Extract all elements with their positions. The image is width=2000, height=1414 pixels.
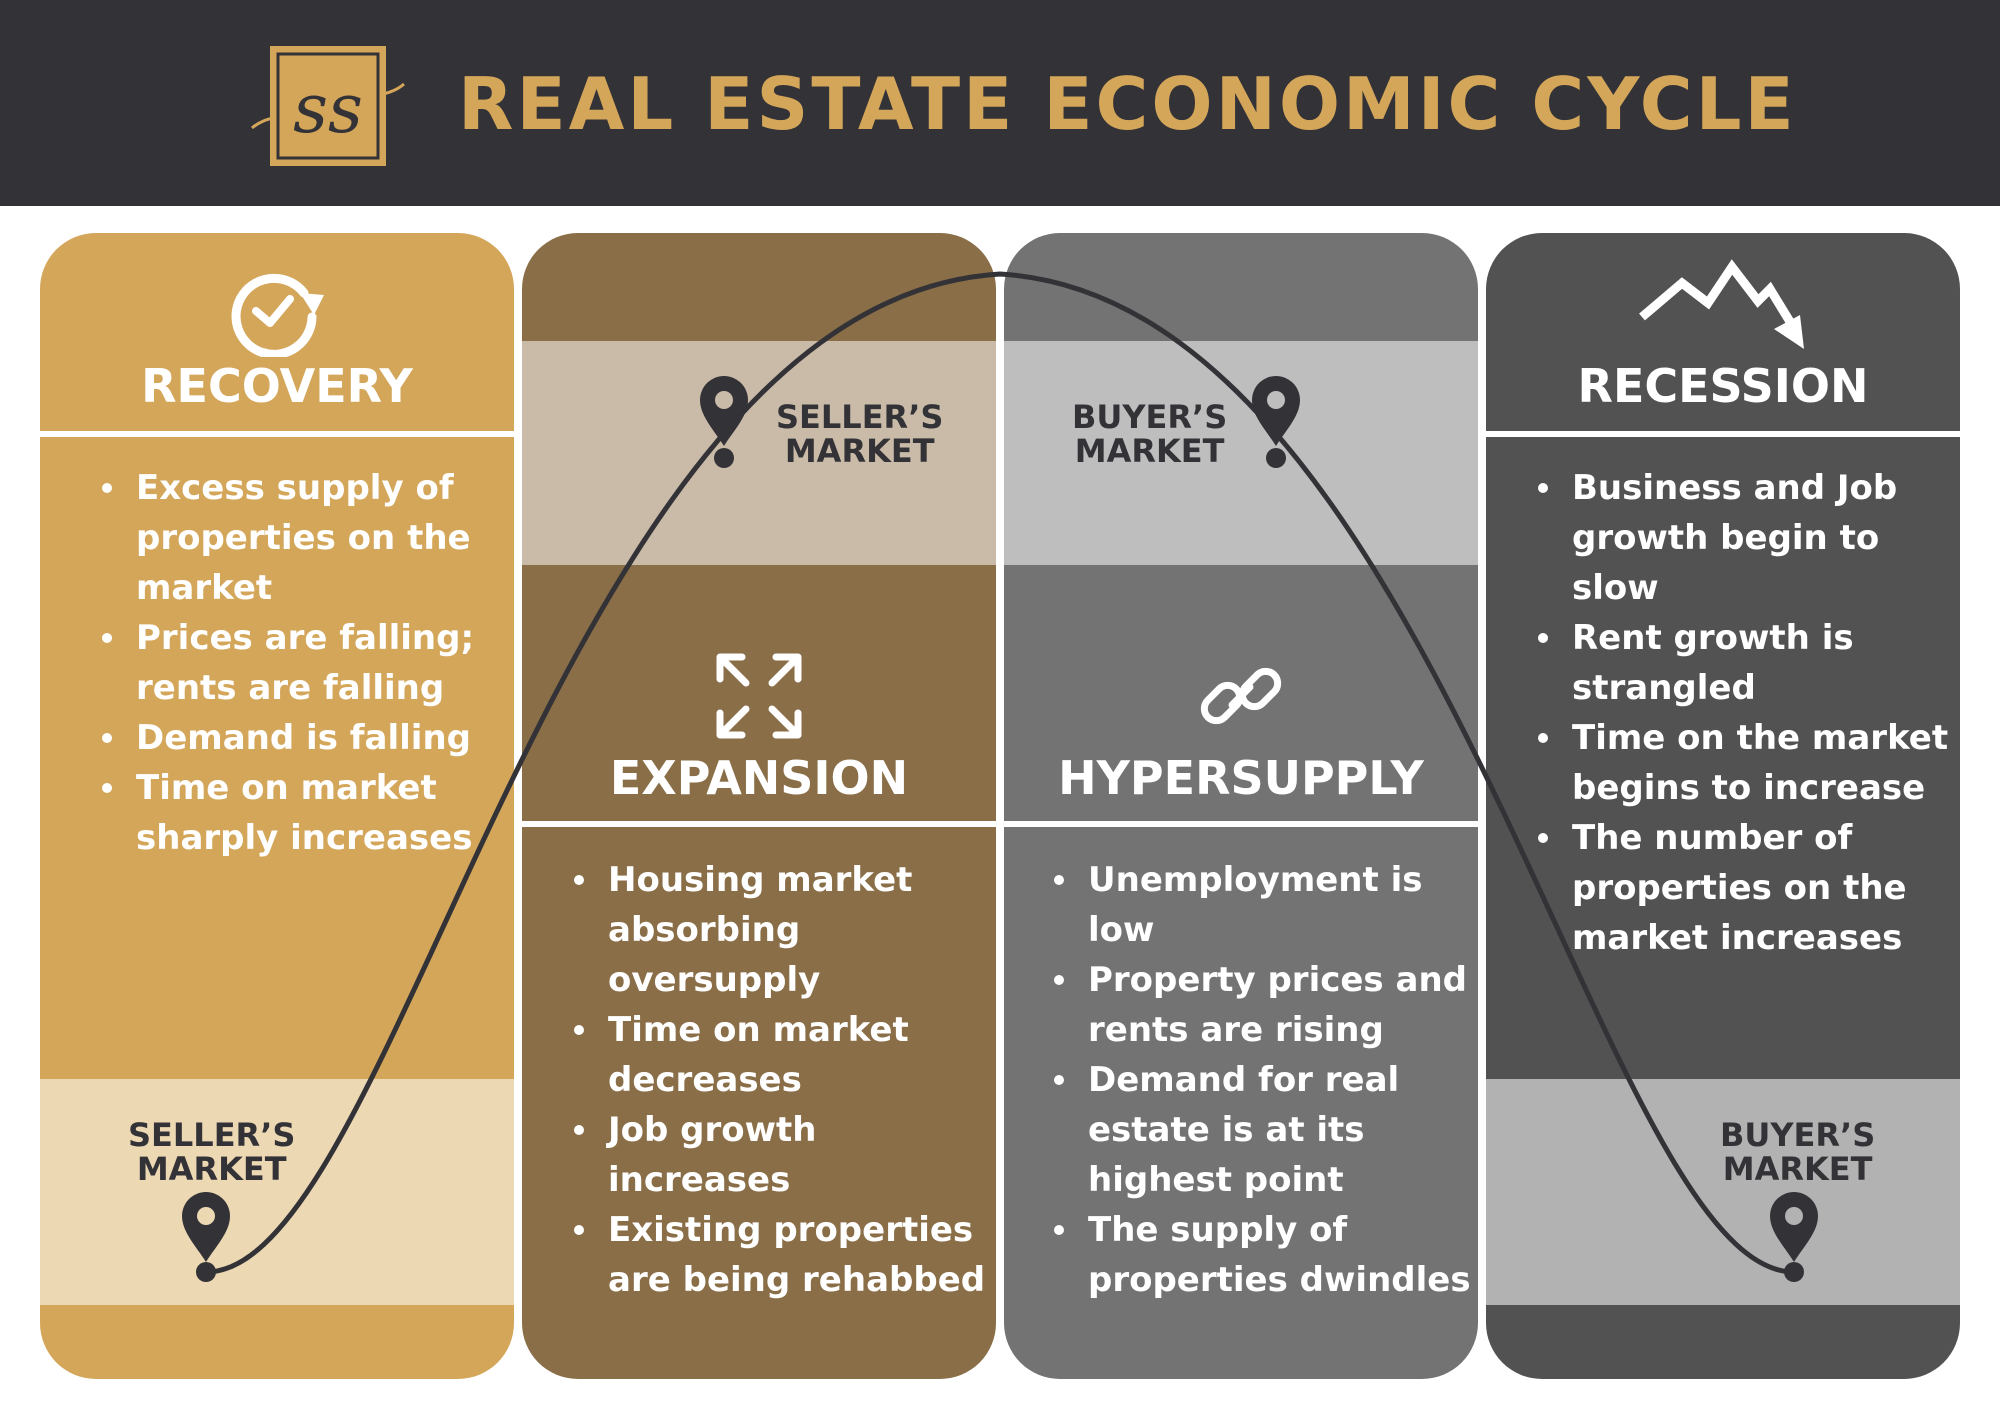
bullet-item: Existing properties are being rehabbed xyxy=(568,1205,990,1305)
refresh-check-icon xyxy=(231,273,324,357)
header-banner: ss REAL ESTATE ECONOMIC CYCLE xyxy=(0,0,2000,206)
page-title: REAL ESTATE ECONOMIC CYCLE xyxy=(458,62,1797,146)
phase-title: HYPERSUPPLY xyxy=(1058,751,1424,805)
expand-arrows-icon xyxy=(716,653,802,739)
bullet-item: Property prices and rents are rising xyxy=(1048,955,1472,1055)
phase-recovery: RECOVERY Excess supply of properties on … xyxy=(40,233,514,1379)
bullet-item: Business and Job growth begin to slow xyxy=(1532,463,1954,613)
bullet-item: Rent growth is strangled xyxy=(1532,613,1954,713)
divider xyxy=(40,431,514,437)
chain-link-icon xyxy=(1200,667,1282,725)
phase-bullets: Housing market absorbing oversupply Time… xyxy=(568,855,990,1305)
bullet-item: Time on the market begins to increase xyxy=(1532,713,1954,813)
divider xyxy=(1486,431,1960,437)
phase-title: RECOVERY xyxy=(141,359,413,413)
bullet-item: Time on market decreases xyxy=(568,1005,990,1105)
logo-icon: ss xyxy=(251,46,405,166)
trend-down-icon xyxy=(1639,259,1804,349)
bullet-item: Job growth increases xyxy=(568,1105,990,1205)
phase-title: RECESSION xyxy=(1577,359,1869,413)
bullet-item: The supply of properties dwindles xyxy=(1048,1205,1472,1305)
bullet-item: Unemployment is low xyxy=(1048,855,1472,955)
divider xyxy=(1004,821,1478,827)
bullet-item: Demand for real estate is at its highest… xyxy=(1048,1055,1472,1205)
phase-bullets: Excess supply of properties on the marke… xyxy=(96,463,504,863)
phase-title: EXPANSION xyxy=(609,751,909,805)
bullet-item: Excess supply of properties on the marke… xyxy=(96,463,504,613)
bullet-item: The number of properties on the market i… xyxy=(1532,813,1954,963)
bullet-item: Housing market absorbing oversupply xyxy=(568,855,990,1005)
phase-bullets: Unemployment is low Property prices and … xyxy=(1048,855,1472,1305)
bullet-item: Demand is falling xyxy=(96,713,504,763)
market-band xyxy=(40,1079,514,1305)
logo-monogram: ss xyxy=(293,70,363,149)
bullet-item: Prices are falling; rents are falling xyxy=(96,613,504,713)
divider xyxy=(522,821,996,827)
bullet-item: Time on market sharply increases xyxy=(96,763,504,863)
market-band xyxy=(1486,1079,1960,1305)
phase-bullets: Business and Job growth begin to slow Re… xyxy=(1532,463,1954,963)
phase-recession: RECESSION Business and Job growth begin … xyxy=(1486,233,1960,1379)
